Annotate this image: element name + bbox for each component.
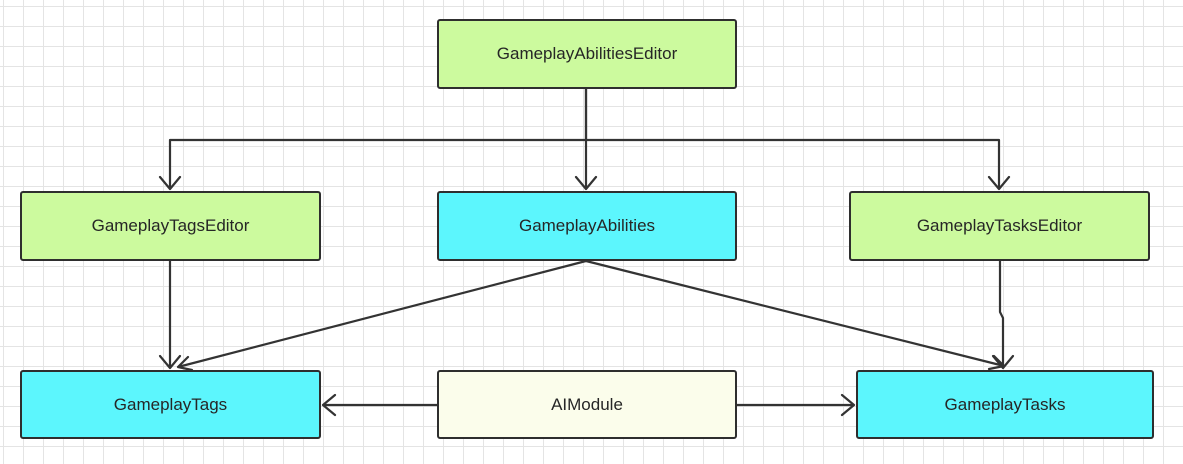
node-label: GameplayTagsEditor (91, 216, 250, 235)
edge-tasks-editor-to-tasks (991, 259, 1015, 370)
node-label: AIModule (551, 394, 623, 414)
node-gameplay-abilities-editor[interactable]: GameplayAbilitiesEditor (437, 19, 737, 89)
node-label: GameplayAbilitiesEditor (496, 44, 678, 63)
node-label: GameplayTasks (944, 394, 1066, 414)
node-gameplay-abilities[interactable]: GameplayAbilities (437, 191, 737, 261)
edge-abilities-editor-to-tags-editor (158, 87, 588, 191)
node-label: GameplayTags (113, 394, 228, 414)
edge-abilities-to-tasks (584, 259, 1006, 371)
node-ai-module[interactable]: AIModule (437, 370, 737, 439)
node-label: GameplayTasksEditor (916, 216, 1083, 235)
edge-ai-to-tasks (735, 393, 856, 417)
edge-abilities-to-tags (176, 259, 588, 372)
edge-tags-editor-to-tags (158, 259, 182, 370)
edge-ai-to-tags (321, 393, 439, 417)
node-gameplay-tags-editor[interactable]: GameplayTagsEditor (20, 191, 321, 261)
node-gameplay-tasks-editor[interactable]: GameplayTasksEditor (849, 191, 1150, 261)
node-label: GameplayAbilities (518, 216, 656, 235)
edge-abilities-editor-to-tasks-editor (584, 138, 1011, 191)
node-gameplay-tags[interactable]: GameplayTags (20, 370, 321, 439)
node-gameplay-tasks[interactable]: GameplayTasks (856, 370, 1154, 439)
